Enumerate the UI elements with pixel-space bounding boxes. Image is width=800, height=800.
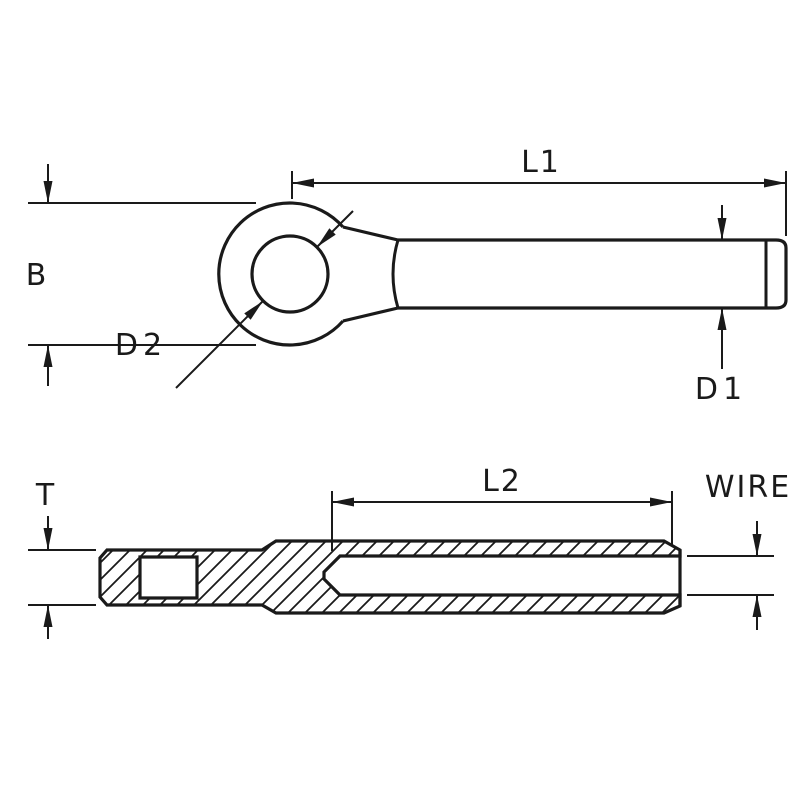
section-body-outline	[98, 539, 682, 615]
eye-cone-bottom-line	[342, 306, 399, 323]
dim-label-l2: L2	[482, 464, 522, 499]
eye-outer-outline	[217, 201, 345, 347]
bottom-view	[28, 491, 774, 639]
cone-shank-transition-arc	[391, 239, 400, 309]
dim-label-t: T	[35, 478, 56, 513]
dim-label-d1: D1	[695, 372, 747, 407]
eye-cone-top-line	[342, 225, 399, 242]
dim-label-wire: WIRE	[705, 470, 791, 505]
leader-d2-lower	[175, 300, 264, 389]
top-view	[28, 164, 788, 389]
shank-outline	[398, 238, 788, 310]
dim-label-l1: L1	[521, 145, 561, 180]
eye-hole-outline	[250, 234, 330, 314]
dim-label-d2: D2	[115, 328, 167, 363]
leader-d2-upper	[316, 210, 354, 248]
dim-label-b: B	[26, 258, 49, 293]
